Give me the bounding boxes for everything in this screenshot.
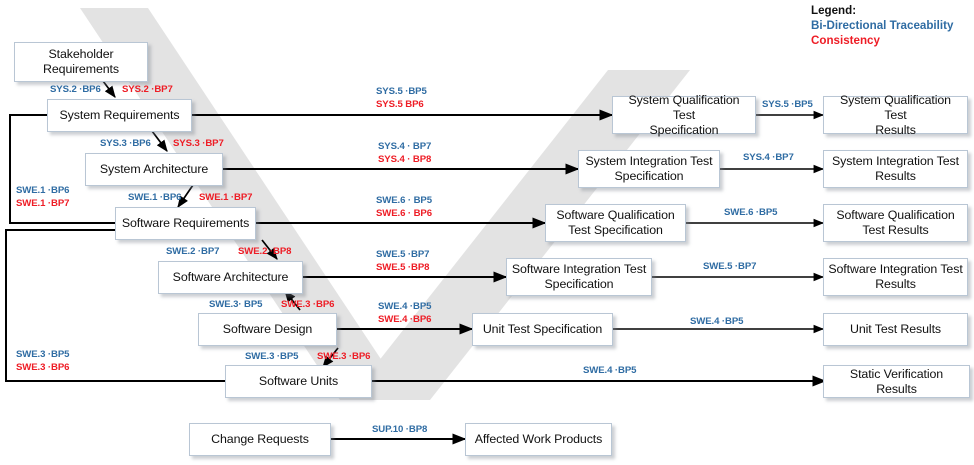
edge-label-swe3-bp6-left: SWE.3 ·BP6 (16, 362, 70, 373)
edge-label-sys4-bp7-right: SYS.4 ·BP7 (743, 152, 794, 163)
node-static-verification-results[interactable]: Static Verification Results (823, 365, 970, 398)
node-label: System Architecture (99, 162, 209, 176)
node-unit-test-results[interactable]: Unit Test Results (823, 313, 968, 346)
node-label: Software Units (258, 374, 339, 388)
node-system-architecture[interactable]: System Architecture (85, 153, 223, 186)
edge-label-sys3-bp7: SYS.3 ·BP7 (173, 138, 224, 149)
edge-label-swe6-bp6: SWE.6 · BP6 (376, 208, 432, 219)
node-software-design[interactable]: Software Design (198, 313, 337, 346)
edge-label-sys5-bp5-right: SYS.5 ·BP5 (762, 99, 813, 110)
edge-label-sys4-bp7: SYS.4 · BP7 (378, 141, 432, 152)
edge-label-swe2-bp7: SWE.2 ·BP7 (166, 246, 220, 257)
edge-label-swe5-bp7: SWE.5 ·BP7 (376, 249, 430, 260)
edge-label-swe3-bp6-b: SWE.3 ·BP6 (317, 351, 371, 362)
node-unit-test-specification[interactable]: Unit Test Specification (472, 313, 613, 346)
node-label: Unit Test Specification (482, 322, 603, 336)
edge-label-sys3-bp6: SYS.3 ·BP6 (100, 138, 151, 149)
edge-label-sup10-bp8: SUP.10 ·BP8 (372, 424, 428, 435)
node-label: Change Requests (211, 432, 309, 446)
edge-label-swe3-bp6-a: SWE.3 ·BP6 (281, 299, 335, 310)
node-label: Unit Test Results (849, 322, 942, 336)
legend-title: Legend: (811, 4, 857, 17)
node-software-requirements[interactable]: Software Requirements (115, 207, 256, 240)
edge-label-swe4-bp6: SWE.4 ·BP6 (378, 314, 432, 325)
edge-label-sys5-bp5: SYS.5 ·BP5 (376, 86, 427, 97)
edge-label-swe6-bp5: SWE.6 · BP5 (376, 195, 432, 206)
node-label: Software Design (222, 322, 313, 336)
edge-label-sys2-bp7: SYS.2 ·BP7 (122, 84, 173, 95)
edge-label-swe3-bp5-b: SWE.3 ·BP5 (245, 351, 299, 362)
legend-item-consistency: Consistency (811, 34, 880, 47)
node-label: Software Architecture (172, 270, 289, 284)
node-software-architecture[interactable]: Software Architecture (158, 261, 303, 294)
node-system-requirements[interactable]: System Requirements (47, 99, 192, 132)
edge-label-swe5-bp7-right: SWE.5 ·BP7 (703, 261, 757, 272)
edge-label-swe3-bp5-left: SWE.3 ·BP5 (16, 349, 70, 360)
legend: Legend: Bi-Directional Traceability Cons… (811, 4, 953, 48)
node-label: Software Requirements (121, 216, 250, 230)
edge-label-swe5-bp8: SWE.5 ·BP8 (376, 262, 430, 273)
edge-label-swe3-bp5-a: SWE.3· BP5 (209, 299, 263, 310)
edge-label-swe4-bp5: SWE.4 ·BP5 (378, 301, 432, 312)
legend-item-bidirectional: Bi-Directional Traceability (811, 19, 954, 32)
edge-label-swe4-bp5-right: SWE.4 ·BP5 (690, 316, 744, 327)
node-label: System Requirements (59, 108, 180, 122)
edge-label-swe1-bp7: SWE.1 ·BP7 (199, 192, 253, 203)
edge-label-sys5-bp6: SYS.5 BP6 (376, 99, 424, 110)
edge-label-sys2-bp6: SYS.2 ·BP6 (50, 84, 101, 95)
edge-label-swe1-bp7-left: SWE.1 ·BP7 (16, 198, 70, 209)
edge-label-sys4-bp8: SYS.4 · BP8 (378, 154, 432, 165)
edge-label-swe1-bp6-left: SWE.1 ·BP6 (16, 185, 70, 196)
node-change-requests[interactable]: Change Requests (189, 423, 331, 456)
node-label: Affected Work Products (474, 432, 603, 446)
node-software-units[interactable]: Software Units (225, 365, 372, 398)
edge-label-swe2-bp8: SWE.2 ·BP8 (238, 246, 292, 257)
node-label: Static Verification Results (849, 366, 944, 396)
node-affected-work-products[interactable]: Affected Work Products (465, 423, 612, 456)
edge-label-swe4-bp5-static: SWE.4 ·BP5 (583, 365, 637, 376)
edge-label-swe6-bp5-right: SWE.6 ·BP5 (724, 207, 778, 218)
edge-label-swe1-bp6: SWE.1 ·BP6 (128, 192, 182, 203)
